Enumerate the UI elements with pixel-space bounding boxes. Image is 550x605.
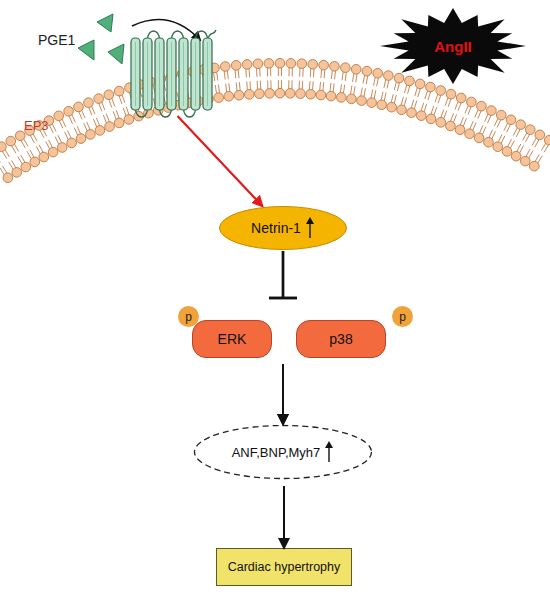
- ligand-triangles: [78, 14, 124, 64]
- node-text: EP3: [24, 118, 49, 133]
- outcome-box: Cardiac hypertrophy: [216, 548, 352, 586]
- stimulus-burst: AngII: [380, 8, 526, 84]
- node-text: p: [185, 310, 192, 324]
- node-text: p38: [329, 331, 352, 347]
- activation-arrow: [283, 486, 285, 548]
- gene-ellipse: ANF,BNP,Myh7: [193, 424, 373, 480]
- receptor-ep3: EP3: [128, 28, 218, 120]
- activation-arrow: [178, 116, 263, 206]
- lipid-bilayer: [0, 58, 550, 182]
- inhibition-connector: [269, 251, 297, 298]
- kinase-pill: p38: [296, 320, 386, 358]
- kinase-pill: ERK: [192, 320, 272, 358]
- node-text: Cardiac hypertrophy: [228, 560, 341, 574]
- node-text: ERK: [218, 331, 247, 347]
- activation-arrow: [282, 364, 284, 424]
- phospho-badge: p: [392, 306, 413, 327]
- node-text: Netrin-1: [251, 220, 301, 236]
- increase-arrow: [324, 441, 334, 463]
- node-text: p: [399, 310, 406, 324]
- increase-arrow: [305, 217, 315, 239]
- node-text: AngII: [434, 38, 472, 55]
- phospho-badge: p: [178, 306, 199, 327]
- binding-arrow: [132, 20, 200, 40]
- node-text: ANF,BNP,Myh7: [232, 445, 321, 460]
- inhibition-connector: [269, 251, 297, 298]
- activation-arrow: [282, 364, 284, 424]
- ligand-label: PGE1: [38, 32, 75, 48]
- protein-ellipse: Netrin-1: [218, 205, 348, 251]
